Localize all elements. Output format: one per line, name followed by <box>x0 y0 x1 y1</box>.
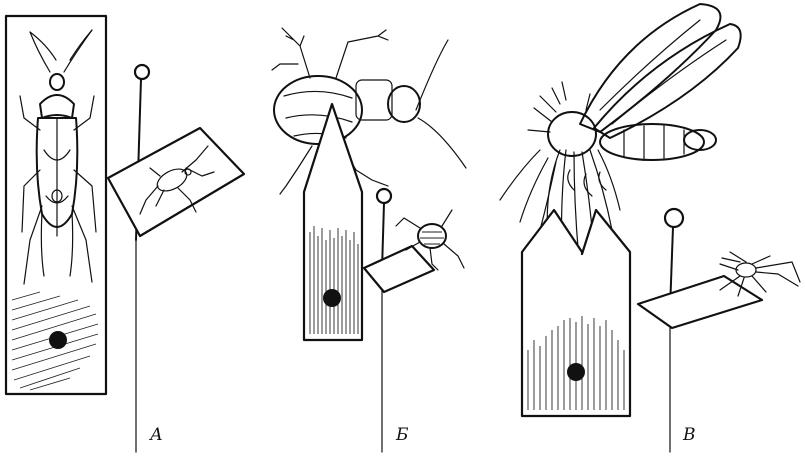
panel-b-pin <box>377 189 391 452</box>
panel-b-pin-hole <box>323 289 341 307</box>
panel-v-pin-hole <box>567 363 585 381</box>
panel-a-small-card <box>108 128 244 236</box>
panel-a: А <box>6 16 244 452</box>
panel-v-pin <box>665 209 683 452</box>
panel-a-pin-hole <box>49 331 67 349</box>
panel-v-small-card <box>638 276 762 328</box>
panel-v-wings <box>580 4 741 138</box>
panel-v-label: В <box>682 425 696 445</box>
panel-b-beetle <box>272 28 466 194</box>
panel-b: Б <box>272 28 466 452</box>
panel-a-label: А <box>149 425 163 445</box>
panel-b-small-card <box>364 246 434 292</box>
panel-v: В <box>500 4 800 452</box>
panel-a-pin <box>135 65 149 452</box>
panel-b-label: Б <box>395 425 409 445</box>
